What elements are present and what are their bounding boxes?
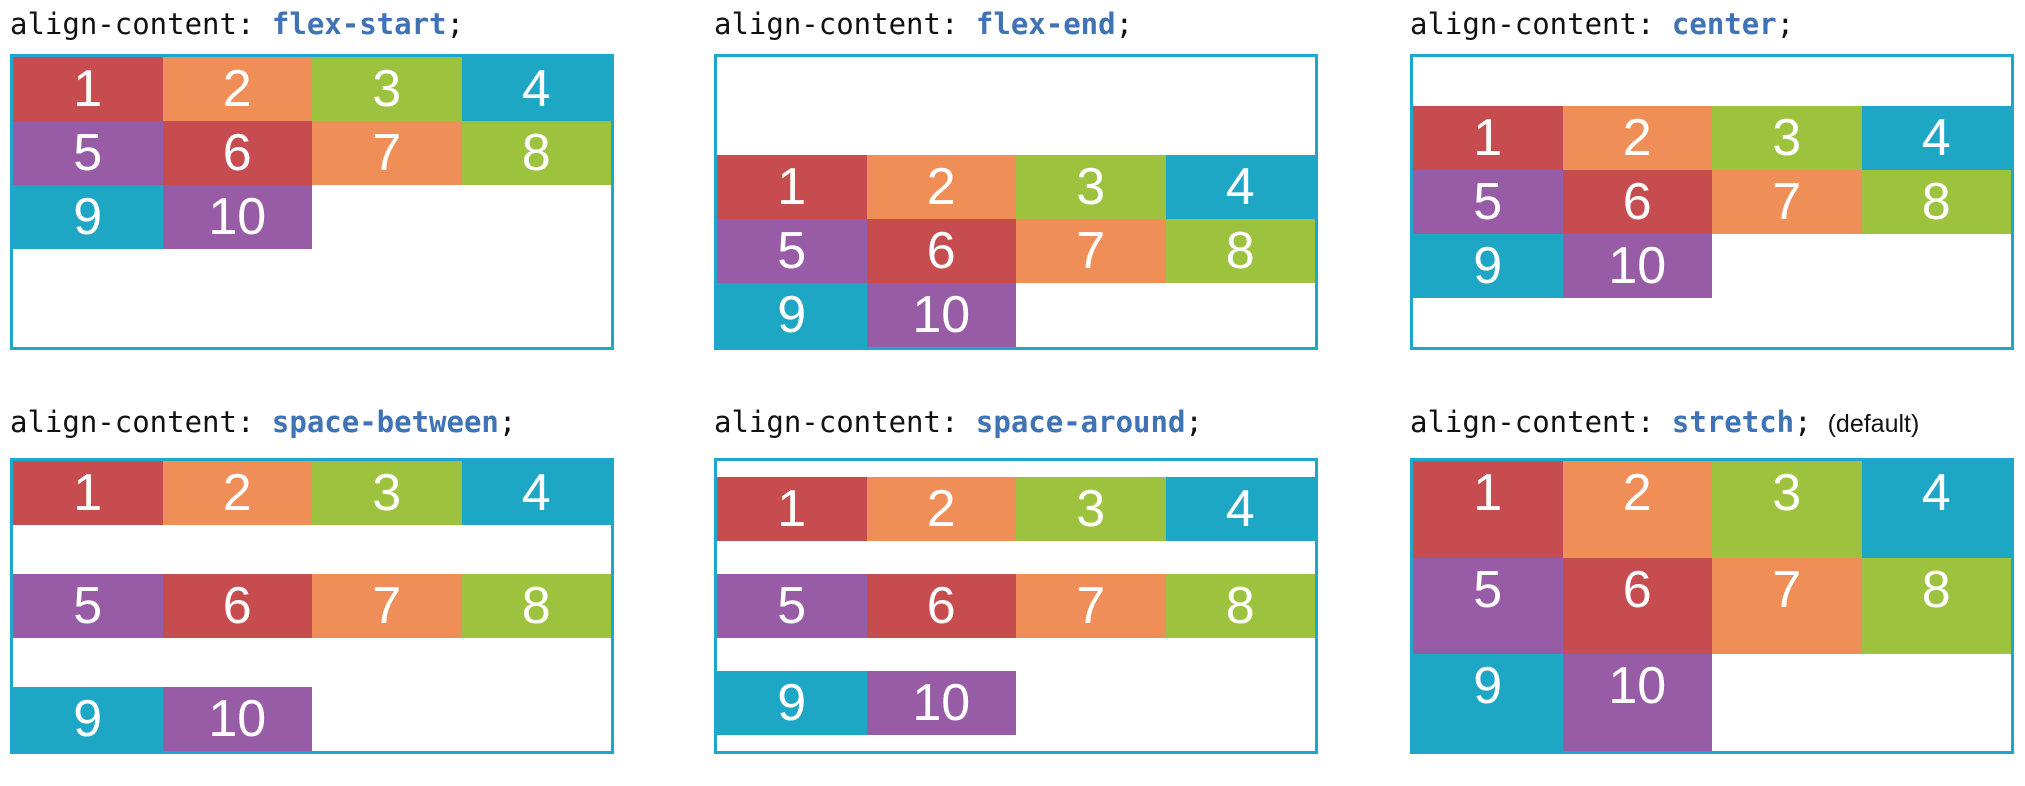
property-name: align-content: <box>714 7 959 41</box>
flex-item: 8 <box>461 121 611 185</box>
flex-item: 5 <box>1413 557 1563 655</box>
flex-item: 5 <box>13 574 163 638</box>
flex-item: 6 <box>162 574 312 638</box>
panel-heading: align-content: space-around; <box>714 400 1203 444</box>
statement-terminator: ; <box>1794 405 1812 439</box>
flex-item: 3 <box>1712 106 1862 170</box>
flex-item: 10 <box>162 185 312 249</box>
flex-item: 2 <box>1562 106 1712 170</box>
flex-item: 6 <box>866 573 1016 638</box>
flex-item: 6 <box>162 121 312 185</box>
flex-item: 2 <box>1562 461 1712 558</box>
flex-item: 5 <box>13 121 163 185</box>
property-name: align-content: <box>10 405 255 439</box>
flex-item: 1 <box>13 461 163 525</box>
flex-item: 2 <box>162 461 312 525</box>
property-value: stretch <box>1671 405 1795 439</box>
flex-item: 4 <box>461 461 611 525</box>
flex-item: 9 <box>1413 234 1563 298</box>
flex-item: 7 <box>1016 573 1166 638</box>
flex-item: 4 <box>1165 477 1315 542</box>
flex-item: 3 <box>312 57 462 121</box>
flex-item: 7 <box>1712 557 1862 655</box>
flex-item: 8 <box>1165 573 1315 638</box>
flex-item: 8 <box>461 574 611 638</box>
flex-item: 6 <box>1562 170 1712 234</box>
flex-item: 6 <box>1562 557 1712 655</box>
flex-item: 2 <box>162 57 312 121</box>
property-value: flex-end <box>975 7 1116 41</box>
property-name: align-content: <box>1410 405 1655 439</box>
flex-item: 3 <box>1016 477 1166 542</box>
flex-item: 7 <box>312 574 462 638</box>
panel-heading: align-content: flex-end; <box>714 2 1133 46</box>
flex-item: 8 <box>1165 219 1315 283</box>
flex-item: 3 <box>1712 461 1862 558</box>
statement-terminator: ; <box>446 7 464 41</box>
panel-heading: align-content: stretch; (default) <box>1410 400 1919 444</box>
statement-terminator: ; <box>1776 7 1795 41</box>
flex-item: 8 <box>1861 557 2011 655</box>
flex-item: 7 <box>312 121 462 185</box>
flex-item: 4 <box>1861 106 2011 170</box>
panel-heading: align-content: space-between; <box>10 400 516 444</box>
property-value: flex-start <box>271 7 447 41</box>
flex-item: 1 <box>1413 106 1563 170</box>
property-value: space-between <box>271 405 499 439</box>
flex-item: 9 <box>1413 654 1563 751</box>
flex-item: 7 <box>1016 219 1166 283</box>
flex-item: 10 <box>1562 234 1712 298</box>
flex-item: 1 <box>1413 461 1563 558</box>
flex-item: 6 <box>866 219 1016 283</box>
statement-terminator: ; <box>498 405 517 439</box>
flex-item: 9 <box>717 283 867 347</box>
flex-item: 1 <box>717 155 867 219</box>
flex-item: 2 <box>866 155 1016 219</box>
flex-item: 4 <box>461 57 611 121</box>
default-note: (default) <box>1827 410 1920 438</box>
flex-item: 1 <box>13 57 163 121</box>
property-value: space-around <box>975 405 1186 439</box>
flex-item: 10 <box>866 283 1016 347</box>
flex-item: 9 <box>717 670 867 735</box>
flex-item: 10 <box>866 670 1016 735</box>
panel-heading: align-content: flex-start; <box>10 2 464 46</box>
flex-item: 4 <box>1861 461 2011 558</box>
property-name: align-content: <box>10 7 255 41</box>
property-name: align-content: <box>1410 7 1655 41</box>
flex-item: 4 <box>1165 155 1315 219</box>
flex-item: 9 <box>13 687 163 751</box>
flex-item: 2 <box>866 477 1016 542</box>
flex-item: 10 <box>1562 654 1712 751</box>
statement-terminator: ; <box>1115 7 1134 41</box>
property-name: align-content: <box>714 405 959 439</box>
flex-item: 5 <box>1413 170 1563 234</box>
flex-item: 10 <box>162 687 312 751</box>
flex-item: 7 <box>1712 170 1862 234</box>
flex-item: 8 <box>1861 170 2011 234</box>
flex-item: 9 <box>13 185 163 249</box>
panel-heading: align-content: center; <box>1410 2 1794 46</box>
property-value: center <box>1671 7 1777 41</box>
flex-item: 1 <box>717 477 867 542</box>
flex-item: 5 <box>717 219 867 283</box>
flex-item: 5 <box>717 573 867 638</box>
flex-item: 3 <box>312 461 462 525</box>
statement-terminator: ; <box>1185 405 1203 439</box>
flex-item: 3 <box>1016 155 1166 219</box>
